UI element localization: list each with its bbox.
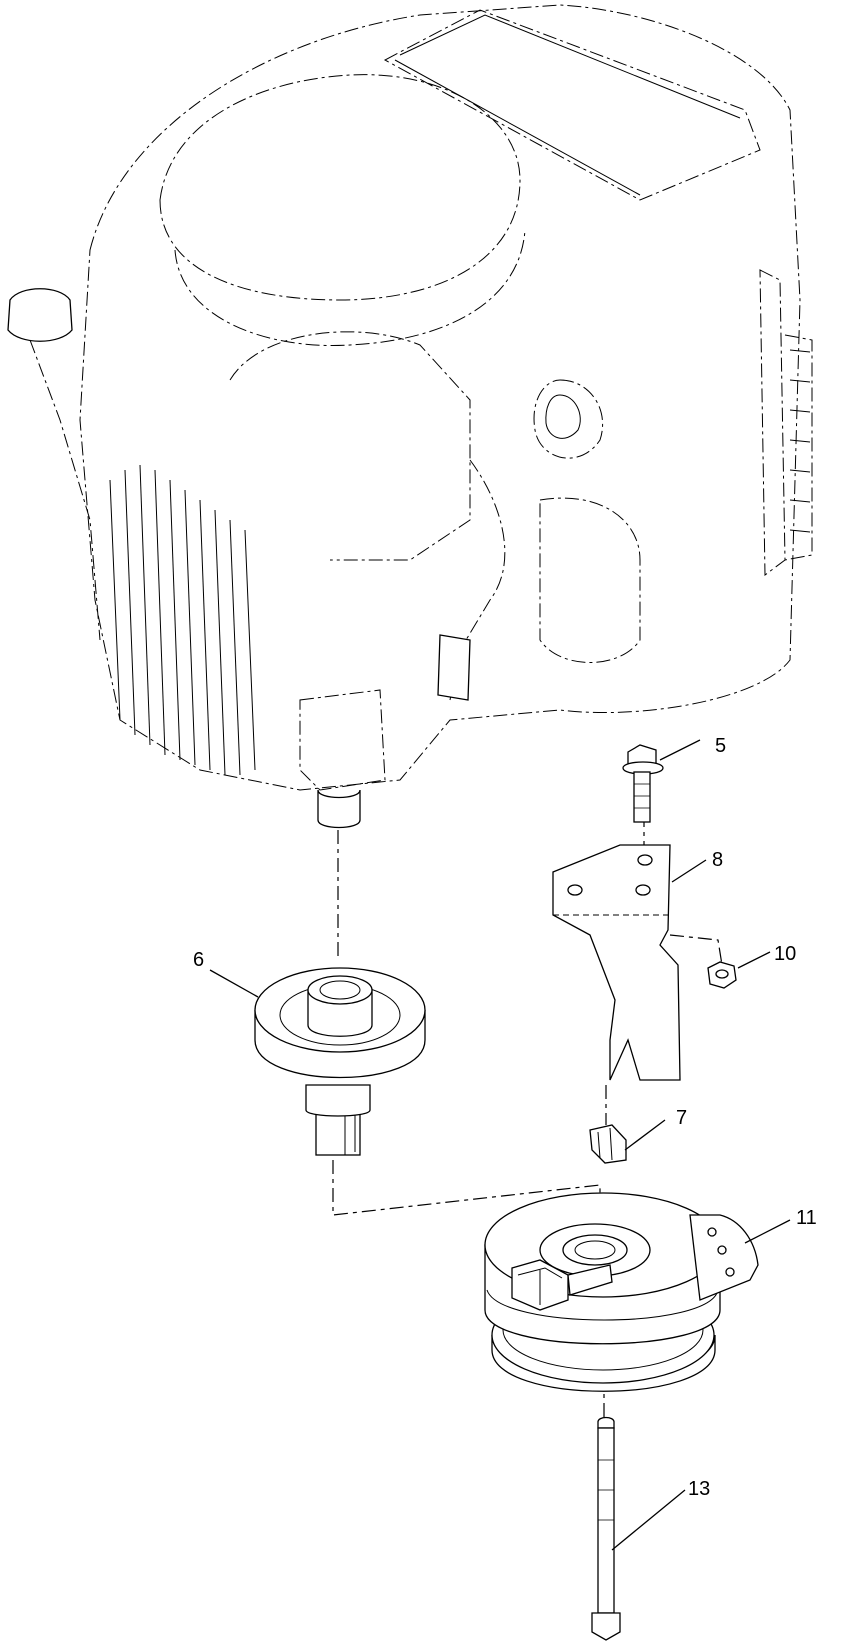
pto-clutch-part-11 [484, 1192, 759, 1392]
callout-11: 11 [796, 1207, 817, 1229]
retainer-clip-part-7 [589, 1124, 627, 1164]
callout-7: 7 [676, 1107, 687, 1129]
callout-labels: 5 6 7 8 10 11 13 [193, 735, 817, 1500]
callout-10: 10 [774, 943, 796, 965]
engine-phantom-outline [7, 4, 813, 829]
mounting-bracket-part-8 [552, 844, 681, 1081]
clutch-bolt-part-13 [591, 1416, 621, 1641]
callout-8: 8 [712, 849, 723, 871]
cooling-fins [109, 464, 256, 776]
callout-6: 6 [193, 949, 204, 971]
engine-pulley-part-6 [254, 967, 426, 1156]
callout-leaders [209, 739, 791, 1551]
callout-5: 5 [715, 735, 726, 757]
flange-bolt-part-5 [622, 744, 664, 823]
flange-nut-part-10 [707, 961, 737, 989]
callout-13: 13 [688, 1478, 710, 1500]
